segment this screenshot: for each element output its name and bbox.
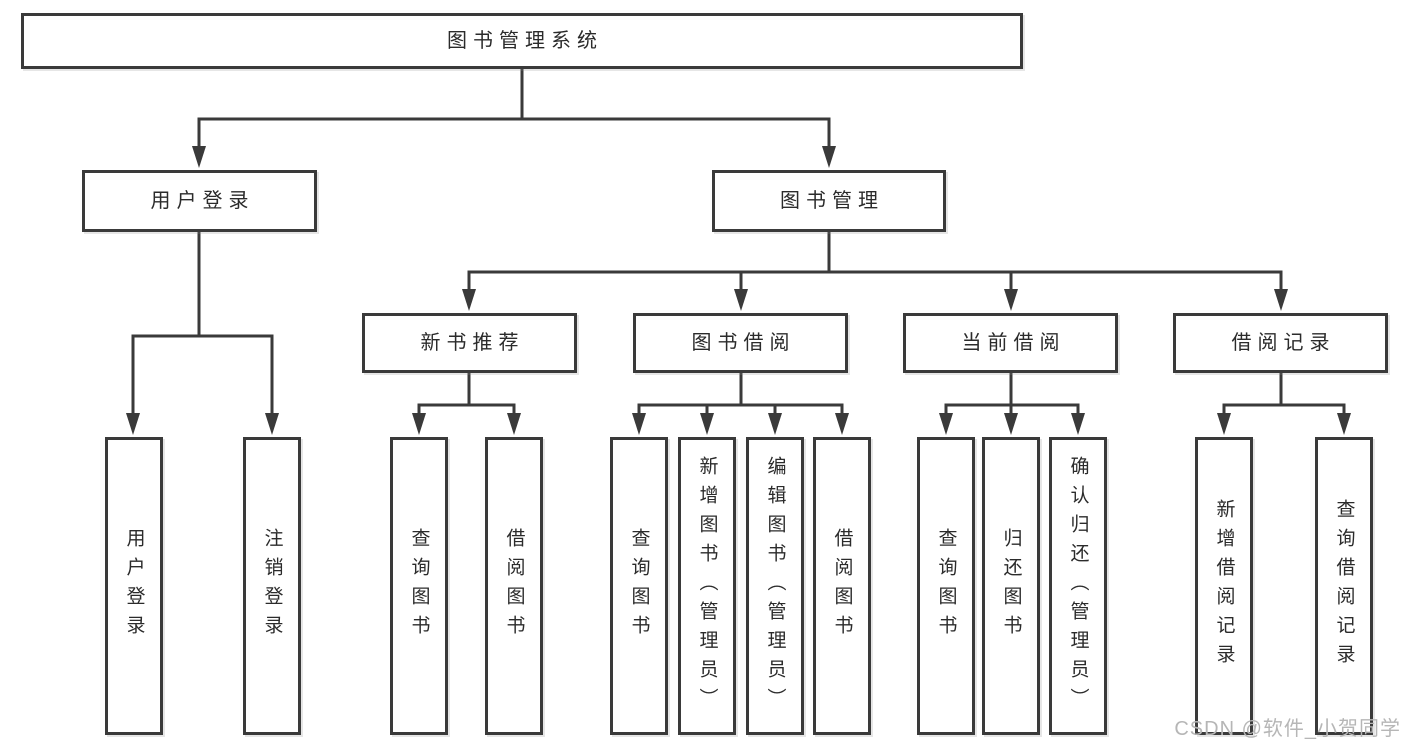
- node-label: 查询图书: [628, 528, 650, 644]
- node-current-borrowing: 当前借阅: [903, 313, 1118, 373]
- node-label: 借阅图书: [503, 528, 525, 644]
- node-borrowing-records: 借阅记录: [1173, 313, 1388, 373]
- leaf-logout: 注销登录: [243, 437, 301, 735]
- node-label: 用户登录: [150, 190, 255, 212]
- node-label: 图书管理系统: [447, 30, 603, 52]
- node-library-management-system: 图书管理系统: [21, 13, 1023, 69]
- node-label: 新书推荐: [420, 332, 525, 354]
- node-label: 用户登录: [123, 528, 145, 644]
- node-label: 当前借阅: [961, 332, 1066, 354]
- leaf-query-books-borrow: 查询图书: [610, 437, 668, 735]
- node-label: 图书借阅: [691, 332, 796, 354]
- node-label: 归还图书: [1000, 528, 1022, 644]
- leaf-query-borrow-record: 查询借阅记录: [1315, 437, 1373, 735]
- leaf-return-book: 归还图书: [982, 437, 1040, 735]
- node-new-book-recommendation: 新书推荐: [362, 313, 577, 373]
- node-label: 查询图书: [408, 528, 430, 644]
- node-label: 图书管理: [780, 190, 884, 212]
- leaf-edit-book-admin: 编辑图书（管理员）: [746, 437, 804, 735]
- node-label: 查询借阅记录: [1333, 499, 1355, 673]
- csdn-watermark: CSDN @软件_小贺同学: [1174, 718, 1401, 740]
- node-label: 新增图书（管理员）: [696, 455, 718, 717]
- leaf-add-borrow-record: 新增借阅记录: [1195, 437, 1253, 735]
- node-label: 确认归还（管理员）: [1067, 455, 1089, 717]
- connector-borrow-record-children: [1217, 373, 1351, 435]
- leaf-confirm-return-admin: 确认归还（管理员）: [1049, 437, 1107, 735]
- leaf-add-book-admin: 新增图书（管理员）: [678, 437, 736, 735]
- connector-book-borrow-children: [632, 373, 849, 435]
- leaf-borrow-books: 借阅图书: [813, 437, 871, 735]
- connector-current-borrow-children: [939, 373, 1085, 435]
- leaf-borrow-books-recommend: 借阅图书: [485, 437, 543, 735]
- node-label: 编辑图书（管理员）: [764, 455, 786, 717]
- leaf-query-books-recommend: 查询图书: [390, 437, 448, 735]
- node-label: 查询图书: [935, 528, 957, 644]
- node-label: 新增借阅记录: [1213, 499, 1235, 673]
- connector-root-to-level2: [192, 69, 836, 168]
- node-label: 借阅图书: [831, 528, 853, 644]
- node-label: 借阅记录: [1231, 332, 1336, 354]
- connector-book-management-children: [462, 232, 1288, 311]
- connector-user-login-children: [126, 232, 279, 435]
- leaf-user-login: 用户登录: [105, 437, 163, 735]
- leaf-query-books-current: 查询图书: [917, 437, 975, 735]
- node-book-management: 图书管理: [712, 170, 946, 232]
- connector-new-book-children: [412, 373, 521, 435]
- node-user-login: 用户登录: [82, 170, 317, 232]
- node-book-borrowing: 图书借阅: [633, 313, 848, 373]
- node-label: 注销登录: [261, 528, 283, 644]
